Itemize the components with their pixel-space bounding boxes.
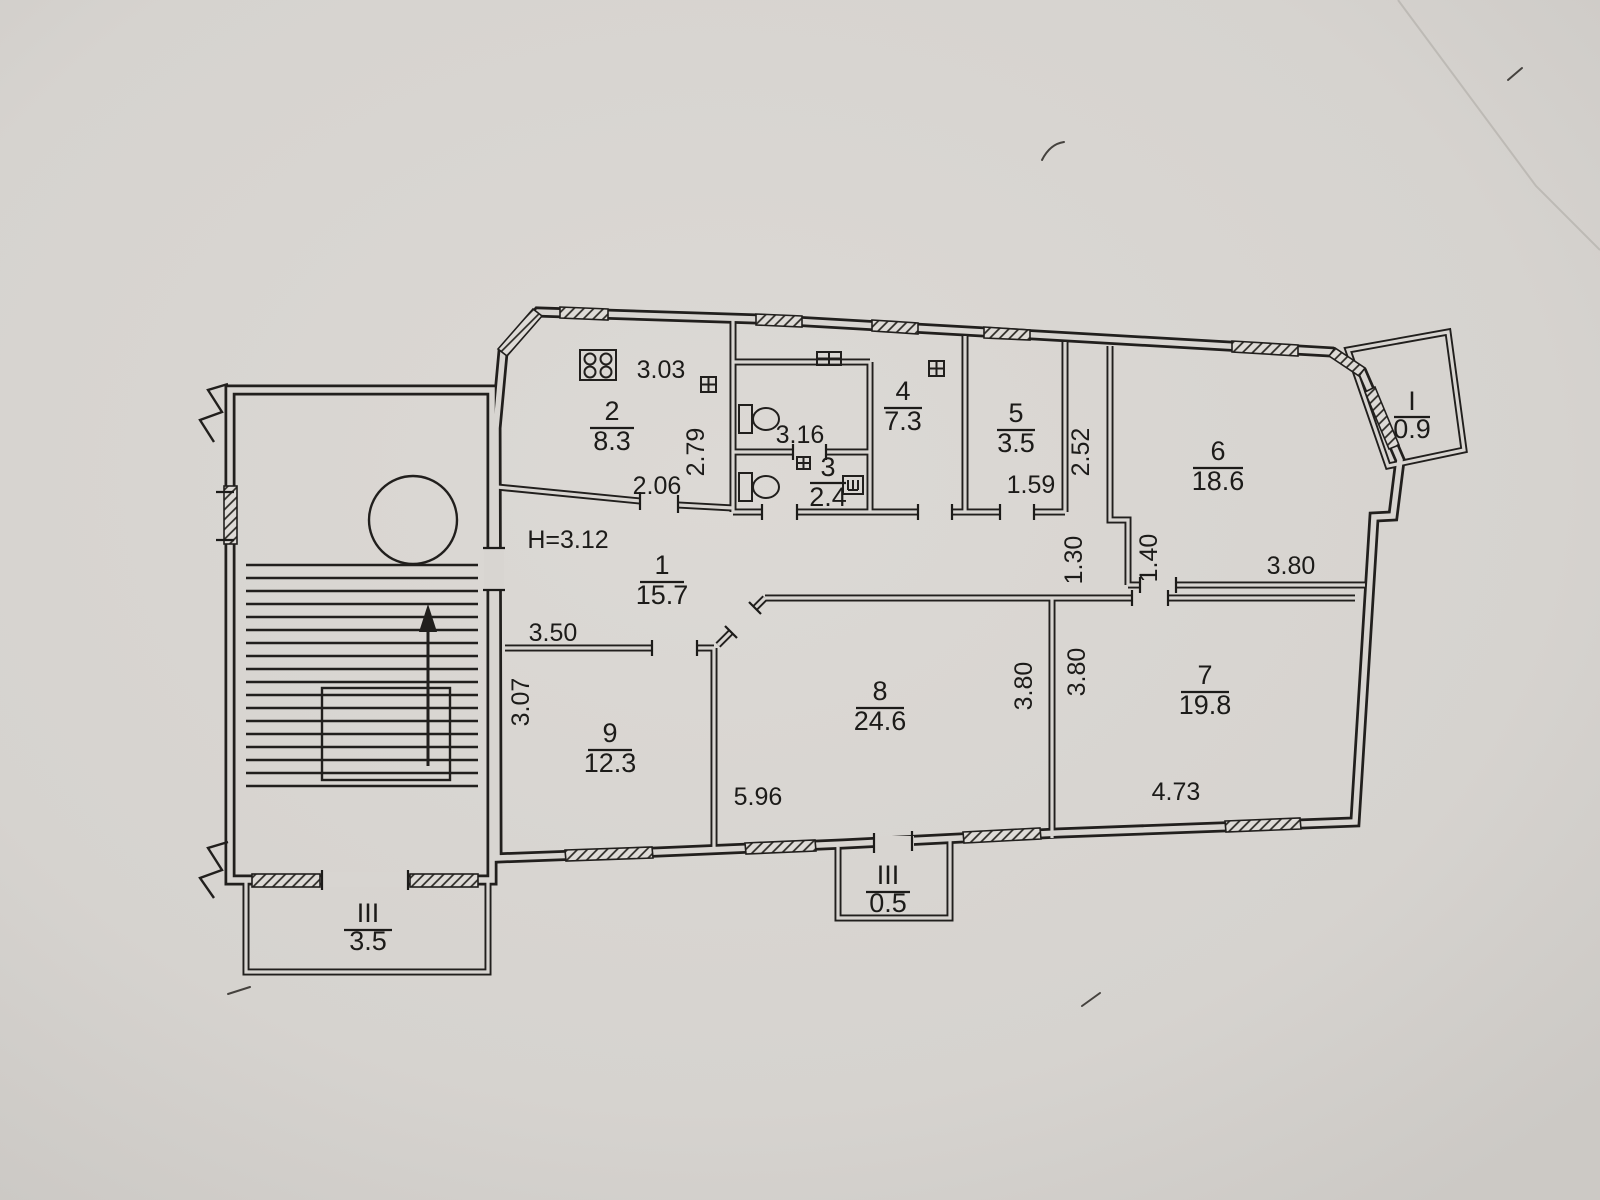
radiator-icon — [796, 456, 811, 470]
toilet-icon — [738, 404, 780, 434]
window-hatch — [564, 846, 654, 862]
window-hatch — [251, 873, 321, 888]
door-jamb-ticks — [216, 444, 1178, 890]
dim-room7-depth: 3.80 — [1063, 648, 1091, 697]
room-5-label: 5 3.5 — [997, 398, 1035, 458]
room-number: 4 — [895, 376, 910, 406]
balcony-3-left-label: III 3.5 — [344, 898, 392, 956]
balcony-number: I — [1408, 386, 1416, 416]
balcony-area: 3.5 — [349, 926, 387, 956]
window-hatch — [1224, 817, 1302, 833]
door-openings — [322, 548, 914, 887]
window-hatch — [409, 873, 479, 888]
room-9-label: 9 12.3 — [584, 718, 637, 778]
paper-fold-line — [1397, 0, 1600, 251]
room-4-label: 4 7.3 — [884, 376, 922, 436]
room-number: 5 — [1008, 398, 1023, 428]
dim-corridor-b: 1.40 — [1135, 534, 1163, 583]
room-number: 9 — [602, 718, 617, 748]
room-number: 1 — [654, 550, 669, 580]
dim-ceiling-height: H=3.12 — [527, 526, 608, 554]
dim-kitchen-width: 2.06 — [633, 472, 682, 500]
room-area: 18.6 — [1192, 466, 1245, 496]
pen-mark — [1081, 992, 1101, 1007]
stairwell — [246, 474, 478, 788]
balcony-area: 0.9 — [1393, 414, 1431, 444]
stair-landing — [320, 686, 452, 782]
window-hatch — [962, 827, 1042, 844]
dim-stove: 3.03 — [637, 356, 686, 384]
pen-marks — [227, 67, 1523, 1007]
pen-mark — [1041, 141, 1065, 161]
wall-break-icon — [198, 382, 229, 443]
room-number: 2 — [604, 396, 619, 426]
room-area: 8.3 — [593, 426, 631, 456]
radiator-icon — [816, 351, 842, 366]
dim-room9-width: 3.50 — [529, 619, 578, 647]
room-number: 3 — [820, 452, 835, 482]
pen-mark — [227, 986, 251, 995]
window-hatch — [983, 326, 1031, 341]
room-2-label: 2 8.3 — [590, 396, 634, 456]
drain-icon — [842, 475, 864, 495]
window-hatch — [755, 313, 803, 328]
room-area: 19.8 — [1179, 690, 1232, 720]
dimension-labels: 3.03 2.79 3.16 2.06 1.59 2.52 H=3.12 1.3… — [507, 356, 1315, 811]
window-hatch — [744, 839, 817, 855]
dim-kitchen-depth: 2.79 — [682, 428, 710, 477]
stove-icon — [579, 349, 617, 381]
dim-room9-depth: 3.07 — [507, 678, 535, 727]
windows — [223, 306, 1401, 888]
toilet-icon — [738, 472, 780, 502]
room-3-label: 3 2.4 — [809, 452, 847, 512]
dim-room8-width: 5.96 — [734, 783, 783, 811]
balcony-number: III — [877, 860, 900, 890]
room-area: 24.6 — [854, 706, 907, 736]
entrance-door-opening — [484, 548, 504, 590]
dim-room7-width: 4.73 — [1152, 778, 1201, 806]
room-7-label: 7 19.8 — [1179, 660, 1232, 720]
pen-mark — [1507, 67, 1523, 81]
staircase-treads — [246, 563, 478, 788]
room-area: 2.4 — [809, 482, 847, 512]
window-hatch — [1231, 340, 1299, 357]
stairwell-balcony-door-opening — [322, 872, 408, 887]
room-number: 7 — [1197, 660, 1212, 690]
room-area: 15.7 — [636, 580, 689, 610]
room-area: 7.3 — [884, 406, 922, 436]
radiator-icon — [928, 360, 945, 377]
dim-hall5: 2.52 — [1067, 428, 1095, 477]
wall-break-icon — [198, 840, 229, 899]
balcony-door-opening — [873, 836, 914, 851]
balcony-number: III — [357, 898, 380, 928]
balcony-area: 0.5 — [869, 888, 907, 918]
window-hatch — [559, 306, 609, 321]
room-area: 12.3 — [584, 748, 637, 778]
window-hatch — [1327, 346, 1367, 378]
window-hatch — [496, 307, 544, 358]
window-hatch — [1363, 385, 1401, 451]
dim-room6-width: 3.80 — [1267, 552, 1316, 580]
window-hatch — [223, 485, 238, 545]
dim-corridor-a: 1.30 — [1060, 536, 1088, 585]
dim-room8-depth: 3.80 — [1010, 662, 1038, 711]
dim-bath: 3.16 — [776, 421, 825, 449]
room-area: 3.5 — [997, 428, 1035, 458]
room-labels: 2 8.3 4 7.3 5 3.5 6 18.6 3 2.4 1 15.7 — [344, 376, 1431, 956]
window-hatch — [871, 319, 919, 335]
balcony-1-label: I 0.9 — [1393, 386, 1431, 444]
stair-direction-arrow — [419, 604, 437, 766]
room-1-label: 1 15.7 — [636, 550, 689, 610]
dim-wc: 1.59 — [1007, 471, 1056, 499]
fixtures — [579, 349, 945, 502]
room-6-label: 6 18.6 — [1192, 436, 1245, 496]
room-number: 8 — [872, 676, 887, 706]
radiator-icon — [700, 376, 717, 393]
wall-break-symbols — [198, 382, 229, 899]
balcony-3-bottom-label: III 0.5 — [866, 860, 910, 918]
room-number: 6 — [1210, 436, 1225, 466]
room-8-label: 8 24.6 — [854, 676, 907, 736]
